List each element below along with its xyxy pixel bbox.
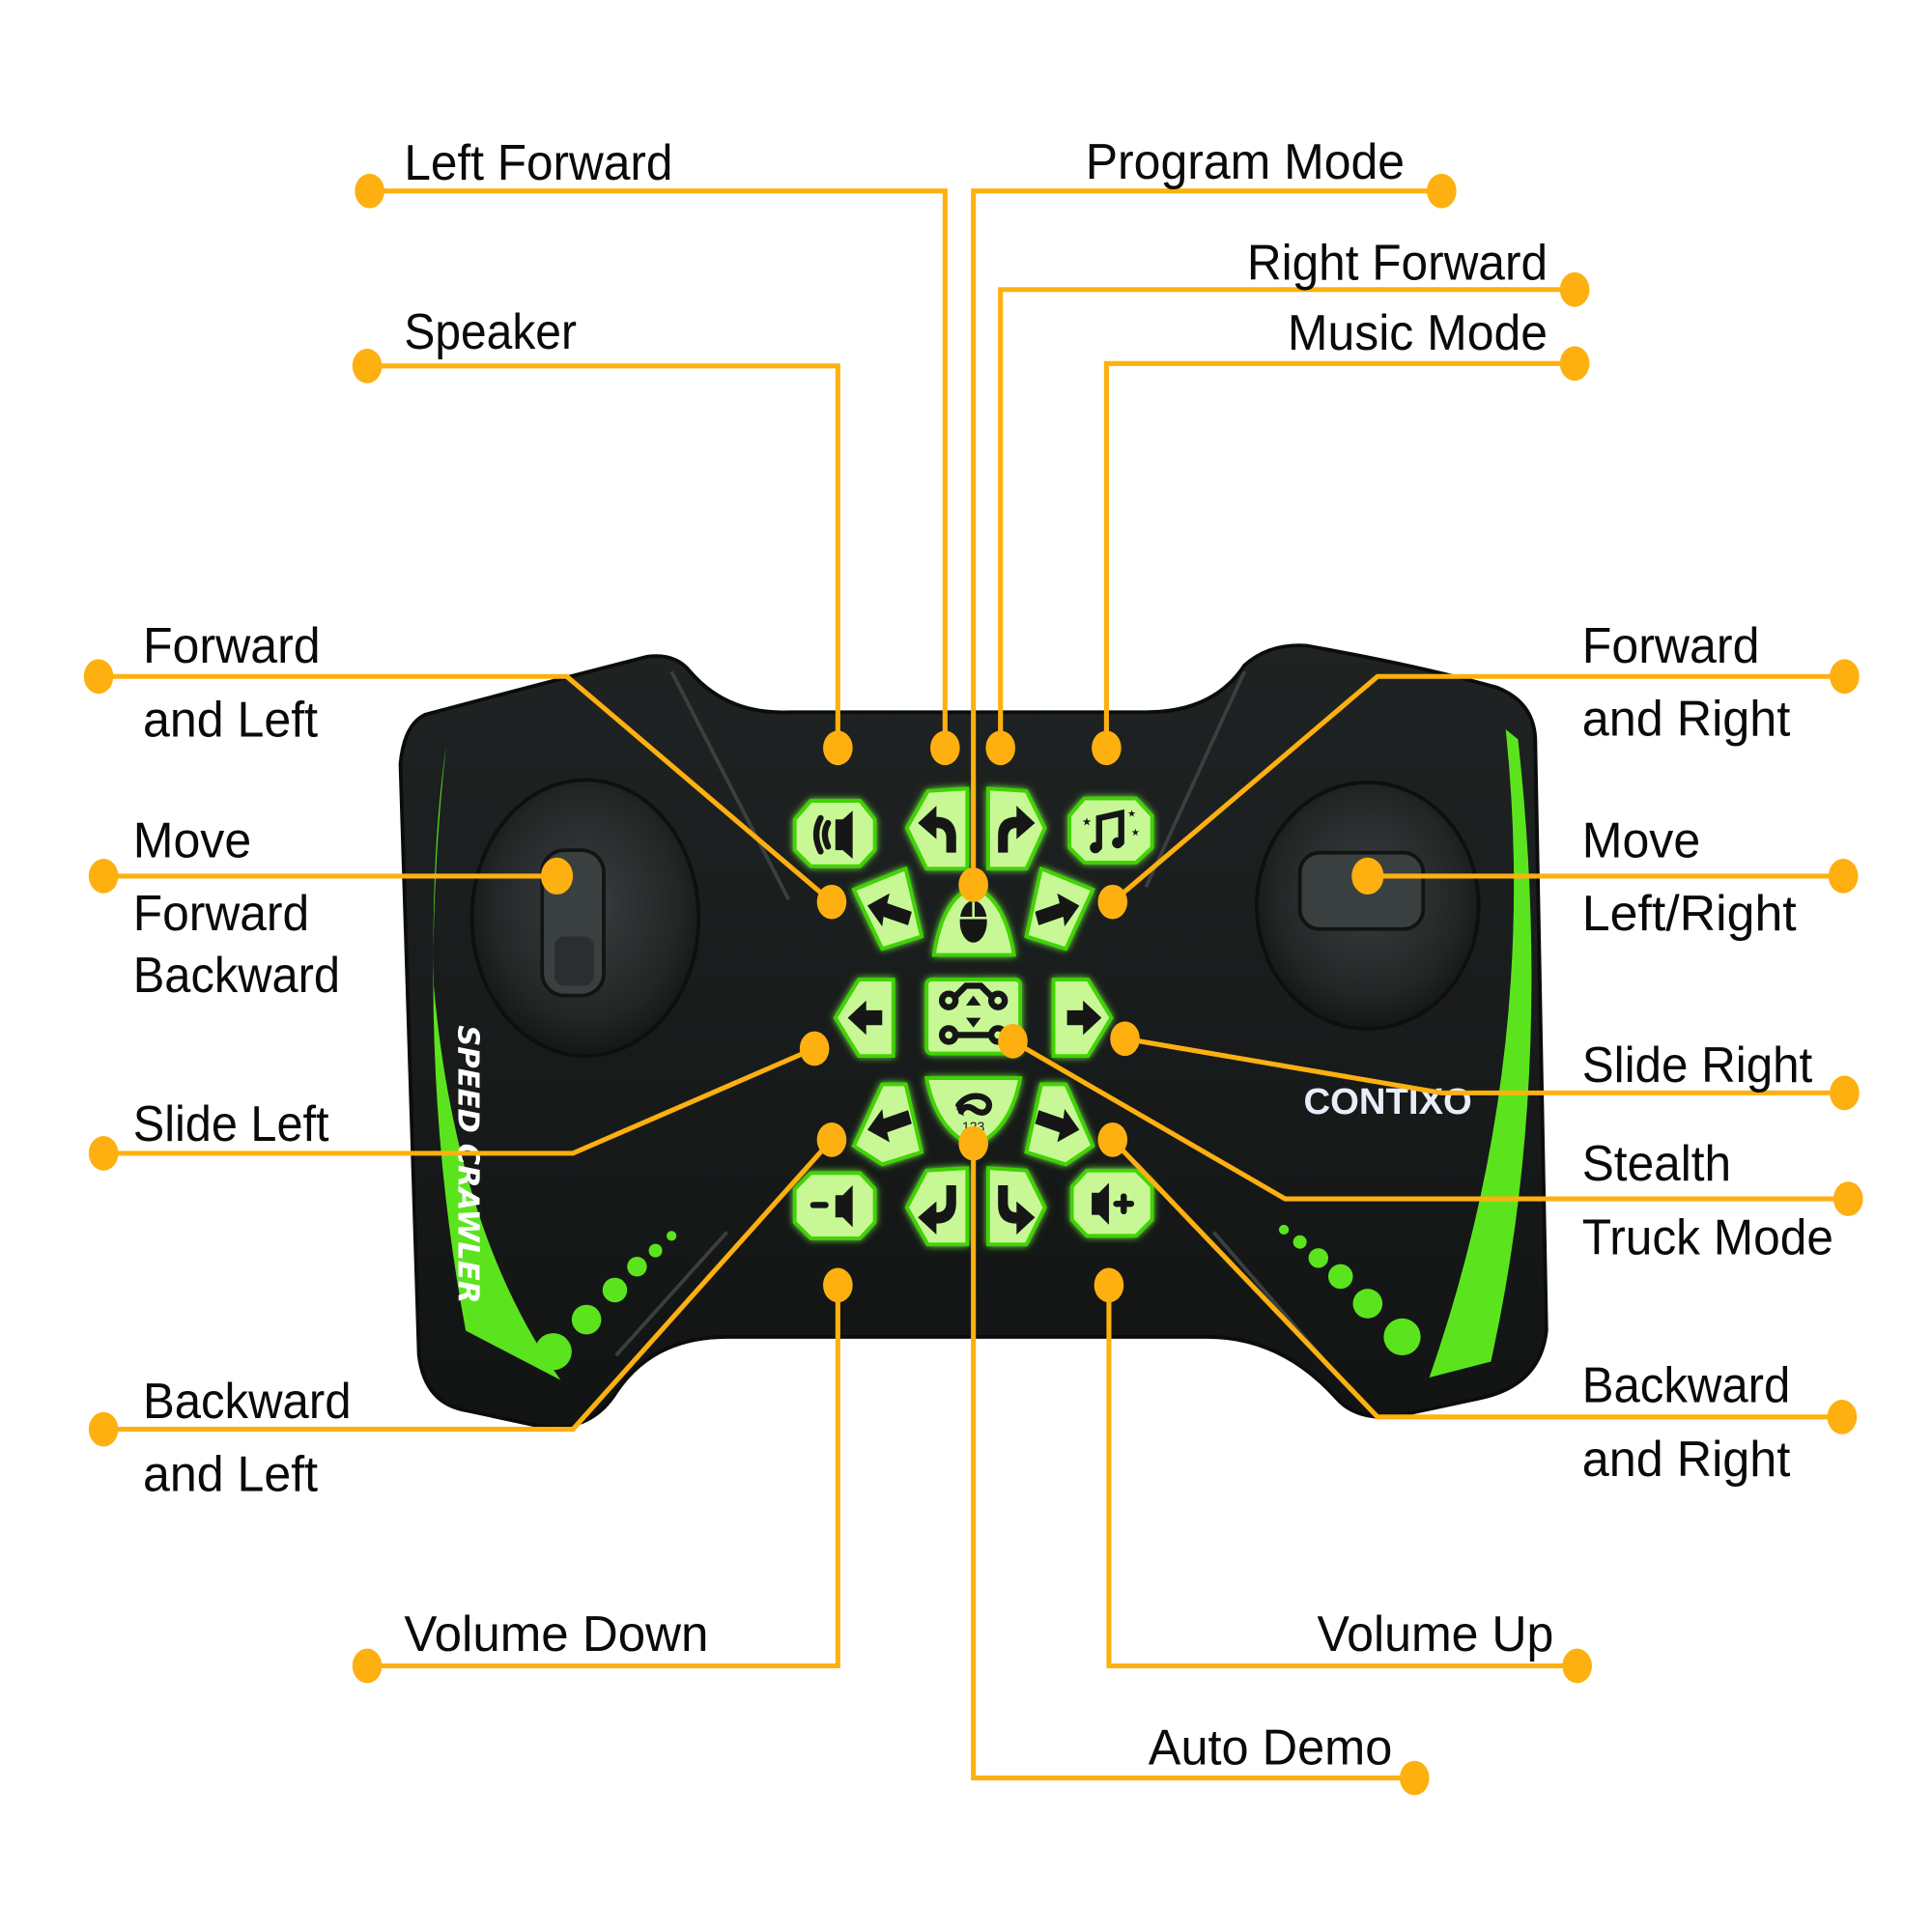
right-forward-button[interactable]: [986, 786, 1047, 871]
callout-dots: [83, 173, 1863, 1796]
curved-arrow-up-right-icon: [998, 806, 1036, 853]
curved-arrow-down-left-icon: [918, 1185, 956, 1236]
label-forward-and-left-1: Forward: [143, 618, 321, 674]
arrow-down-right-icon: [1035, 1108, 1080, 1143]
volume-up-button[interactable]: [1069, 1168, 1154, 1238]
arrow-up-left-icon: [867, 893, 912, 927]
label-stealth-1: Stealth: [1582, 1136, 1731, 1192]
backward-and-left-button[interactable]: [851, 1082, 924, 1167]
label-backward-and-left-2: and Left: [143, 1446, 319, 1502]
callout-leaders: [99, 188, 1849, 1781]
label-slide-right: Slide Right: [1582, 1037, 1813, 1094]
label-stealth-2: Truck Mode: [1582, 1209, 1833, 1265]
slide-right-button[interactable]: [1051, 978, 1114, 1059]
label-forward-and-right-2: and Right: [1582, 691, 1791, 747]
label-move-fb-2: Forward: [133, 886, 309, 942]
label-volume-up: Volume Up: [1318, 1606, 1554, 1662]
label-backward-and-right-1: Backward: [1582, 1358, 1791, 1414]
label-program-mode: Program Mode: [1086, 134, 1405, 190]
label-volume-down: Volume Down: [404, 1606, 708, 1662]
arrow-right-icon: [1066, 1000, 1102, 1036]
label-speaker: Speaker: [404, 304, 577, 360]
label-slide-left: Slide Left: [133, 1096, 329, 1152]
backward-and-right-button[interactable]: [1024, 1082, 1095, 1167]
right-joystick[interactable]: [1255, 781, 1481, 1031]
curved-arrow-up-left-icon: [918, 806, 956, 853]
right-backward-button[interactable]: [986, 1166, 1047, 1247]
right-led-dots: [1278, 1224, 1421, 1356]
left-backward-button[interactable]: [904, 1166, 970, 1247]
speaker-icon: [812, 810, 853, 860]
forward-and-right-button[interactable]: [1024, 866, 1095, 952]
label-music-mode: Music Mode: [1288, 305, 1548, 361]
arrow-up-right-icon: [1035, 893, 1080, 927]
right-accent-stripe: [1429, 729, 1532, 1378]
label-backward-and-right-2: and Right: [1582, 1432, 1791, 1488]
volume-up-icon: [1092, 1182, 1135, 1225]
label-move-lr-2: Left/Right: [1582, 886, 1797, 942]
left-joystick[interactable]: [469, 778, 701, 1059]
truck-transform-icon: [938, 982, 1009, 1045]
music-mode-button[interactable]: ★ ★ ★: [1067, 796, 1154, 865]
left-led-dots: [534, 1231, 677, 1371]
label-auto-demo: Auto Demo: [1149, 1720, 1393, 1776]
arrow-left-icon: [847, 1000, 883, 1036]
speaker-button[interactable]: [792, 799, 877, 868]
label-forward-and-right-1: Forward: [1582, 618, 1760, 674]
svg-text:★: ★: [1131, 828, 1140, 838]
mouse-icon: [959, 900, 987, 943]
brand-logo: CONTIXO: [1303, 1081, 1471, 1122]
left-accent-stripe: [433, 746, 561, 1380]
model-name: SPEED CRAWLER: [450, 1025, 484, 1303]
label-move-fb-1: Move: [133, 813, 251, 869]
left-forward-button[interactable]: [904, 786, 970, 871]
callout-labels: Left Forward Speaker Program Mode Right …: [133, 134, 1833, 1776]
svg-text:★: ★: [1082, 817, 1092, 829]
slide-left-button[interactable]: [833, 978, 895, 1059]
program-mode-button[interactable]: [931, 885, 1017, 957]
svg-text:★: ★: [1127, 810, 1136, 820]
volume-down-icon: [810, 1185, 853, 1228]
stealth-truck-mode-button[interactable]: [924, 978, 1023, 1056]
label-right-forward: Right Forward: [1247, 236, 1548, 292]
volume-down-button[interactable]: [792, 1171, 877, 1240]
music-note-icon: ★ ★ ★: [1082, 810, 1140, 854]
label-move-lr-1: Move: [1582, 813, 1700, 869]
curved-arrow-down-right-icon: [998, 1185, 1036, 1236]
arrow-down-left-icon: [867, 1108, 912, 1143]
forward-and-left-button[interactable]: [851, 866, 924, 952]
label-forward-and-left-2: and Left: [143, 693, 319, 749]
label-move-fb-3: Backward: [133, 948, 340, 1004]
label-backward-and-left-1: Backward: [143, 1374, 352, 1430]
label-left-forward: Left Forward: [404, 135, 672, 191]
